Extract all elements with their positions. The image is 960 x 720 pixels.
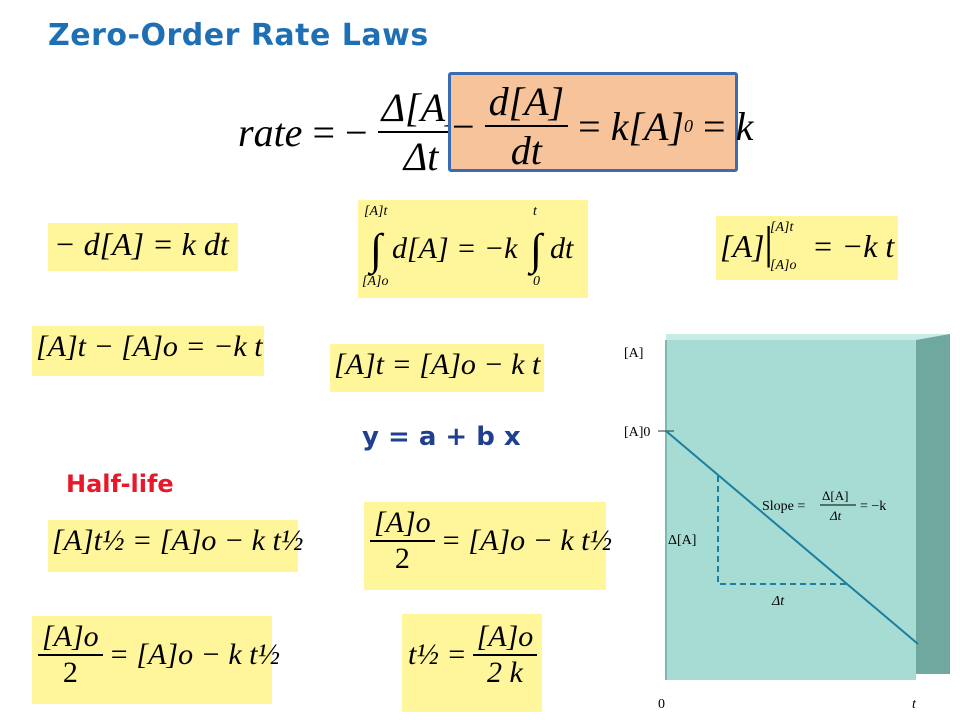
y-axis-label: [A] bbox=[624, 346, 643, 361]
half-life-equation-1: [A]t½ = [A]o − k t½ bbox=[52, 524, 304, 557]
origin-label: 0 bbox=[658, 697, 665, 712]
slope-triangle bbox=[717, 476, 848, 585]
zero-order-graph: [A] [A]0 Δ[A] Δt Slope = Δ[A] Δt = −k 0 … bbox=[624, 334, 950, 712]
graph-area bbox=[666, 340, 916, 680]
equation-box bbox=[716, 216, 898, 280]
equation-box bbox=[364, 502, 606, 590]
y0-label: [A]0 bbox=[624, 425, 650, 440]
linear-form-label: y = a + b x bbox=[362, 422, 521, 452]
concentration-line bbox=[665, 430, 919, 645]
page-title: Zero-Order Rate Laws bbox=[48, 18, 429, 53]
graph-top-edge bbox=[666, 334, 950, 340]
x-axis-label: t bbox=[912, 697, 917, 712]
graph-shadow bbox=[916, 334, 950, 674]
delta-t-label: Δt bbox=[771, 594, 785, 609]
equation-box bbox=[32, 326, 264, 376]
integral-sign: ∫ bbox=[370, 225, 383, 274]
rate-law-rhs: − d[A] dt = k[A] 0 = k bbox=[452, 78, 754, 174]
slope-text: Slope = bbox=[762, 499, 805, 514]
equation-box bbox=[48, 223, 238, 271]
highlight-box bbox=[448, 72, 738, 172]
equation-box bbox=[32, 616, 272, 704]
separated-equation: − d[A] = k dt bbox=[54, 226, 229, 262]
delta-a-label: Δ[A] bbox=[668, 533, 696, 548]
derivative-fraction: d[A] dt bbox=[484, 78, 569, 174]
integral-sign: ∫ bbox=[530, 225, 543, 274]
slope-denominator: Δt bbox=[829, 508, 842, 523]
half-life-formula: t½ = [A]o 2 k bbox=[408, 620, 538, 690]
slope-rhs: = −k bbox=[860, 499, 886, 514]
integrated-difference: [A]t − [A]o = −k t bbox=[36, 330, 263, 363]
half-life-heading: Half-life bbox=[66, 470, 174, 498]
equation-box bbox=[402, 614, 542, 712]
half-life-equation-2: [A]o 2 = [A]o − k t½ bbox=[370, 506, 612, 576]
half-life-equation-3: [A]o 2 = [A]o − k t½ bbox=[38, 620, 280, 690]
delta-fraction: Δ[A] Δt bbox=[377, 84, 465, 180]
integrated-rate-law: [A]t = [A]o − k t bbox=[334, 348, 541, 381]
equation-box bbox=[358, 200, 588, 298]
slope-numerator: Δ[A] bbox=[822, 488, 848, 503]
equation-box bbox=[330, 344, 544, 392]
equation-box bbox=[48, 520, 298, 572]
